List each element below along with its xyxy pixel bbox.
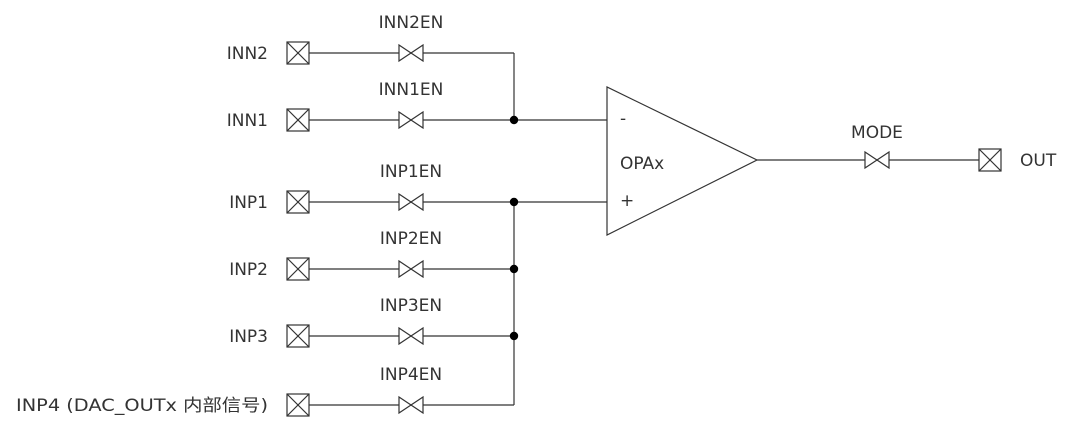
junction-dot-inp1 (509, 197, 519, 207)
opamp-triangle-icon (606, 86, 759, 236)
pin-label-inp1: INP1 (229, 193, 268, 213)
switch-label-inp2en: INP2EN (380, 229, 442, 249)
pin-label-inp4: INP4 (DAC_OUTx 内部信号) (16, 396, 268, 416)
switch-label-inp3en: INP3EN (380, 296, 442, 316)
pin-label-inn1: INN1 (227, 111, 268, 131)
opamp-plus-sign: + (620, 191, 634, 211)
pin-label-inp2: INP2 (229, 260, 268, 280)
switch-icon-inp4en (398, 395, 424, 415)
switch-label-inp1en: INP1EN (380, 162, 442, 182)
pin-box-inn2 (286, 41, 310, 65)
junction-dot-inn (509, 115, 519, 125)
pin-box-inp4 (286, 393, 310, 417)
switch-icon-mode (864, 150, 890, 170)
switch-icon-inp1en (398, 192, 424, 212)
output-path: MODE OUT (757, 123, 1057, 172)
pin-label-out: OUT (1020, 151, 1057, 171)
input-row-inn1: INN1 INN1EN (227, 80, 514, 132)
junction-dot-inp2 (509, 264, 519, 274)
opamp-minus-sign: - (620, 109, 626, 129)
switch-label-inp4en: INP4EN (380, 365, 442, 385)
pin-box-out (978, 148, 1002, 172)
input-row-inp4: INP4 (DAC_OUTx 内部信号) INP4EN (16, 365, 514, 417)
pin-box-inn1 (286, 108, 310, 132)
input-row-inp2: INP2 INP2EN (229, 229, 514, 281)
switch-label-inn1en: INN1EN (379, 80, 444, 100)
pin-box-inp1 (286, 190, 310, 214)
switch-label-mode: MODE (851, 123, 903, 143)
opamp: - + OPAx (606, 86, 759, 236)
input-row-inp1: INP1 INP1EN (229, 162, 514, 214)
switch-label-inn2en: INN2EN (379, 13, 444, 33)
pin-box-inp2 (286, 257, 310, 281)
switch-icon-inn2en (398, 43, 424, 63)
switch-icon-inp3en (398, 326, 424, 346)
switch-icon-inp2en (398, 259, 424, 279)
input-row-inn2: INN2 INN2EN (227, 13, 514, 65)
junction-dot-inp3 (509, 331, 519, 341)
switch-icon-inn1en (398, 110, 424, 130)
pin-box-inp3 (286, 324, 310, 348)
pin-label-inn2: INN2 (227, 44, 268, 64)
opamp-label: OPAx (620, 154, 664, 174)
pin-label-inp3: INP3 (229, 327, 268, 347)
input-row-inp3: INP3 INP3EN (229, 296, 514, 348)
